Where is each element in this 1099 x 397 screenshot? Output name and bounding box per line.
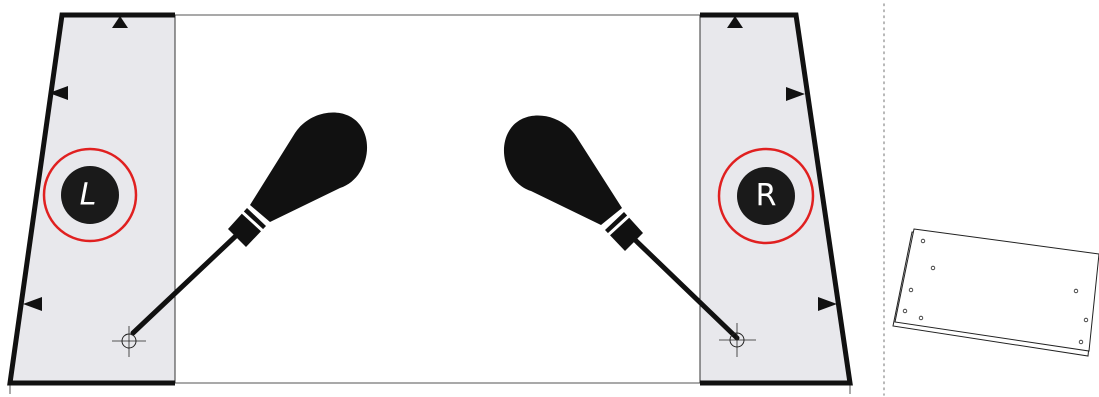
left-awl-ring — [238, 208, 266, 234]
left-marker-label: L — [80, 178, 97, 213]
left-thick-edge — [7, 12, 175, 386]
left-marker: L — [42, 147, 138, 243]
arrow-triangle-icon — [49, 86, 68, 100]
right-awl-ferrule — [605, 212, 643, 251]
panel-thumbnail-icon — [892, 228, 1099, 357]
arrow-triangle-icon — [112, 16, 128, 28]
thumbnail-hole — [920, 238, 926, 244]
thumbnail-hole — [1083, 317, 1089, 323]
awl-icon — [130, 112, 368, 336]
right-marker-label: R — [756, 179, 777, 214]
arrow-triangle-icon — [23, 297, 42, 311]
crosshair-icon — [112, 326, 146, 357]
left-awl-ferrule — [228, 208, 266, 247]
left-badge — [61, 166, 119, 224]
right-badge — [737, 167, 795, 225]
right-awl-ring — [605, 212, 633, 238]
right-awl-shaft — [628, 233, 740, 341]
left-highlight-ring — [42, 147, 138, 243]
thumbnail-hole — [902, 308, 908, 314]
arrow-triangle-icon — [818, 297, 837, 311]
right-highlight-ring — [717, 147, 815, 245]
thumbnail-hole — [1078, 339, 1084, 345]
right-thick-edge — [700, 12, 853, 386]
thumbnail-hole — [930, 265, 936, 271]
right-marker: R — [717, 147, 815, 245]
crosshair-icon — [719, 323, 756, 357]
arrow-triangle-icon — [786, 87, 805, 101]
awl-icon — [503, 115, 740, 341]
thumbnail-hole — [1073, 288, 1079, 294]
thumbnail-hole — [908, 287, 914, 293]
left-awl-shaft — [130, 229, 243, 336]
left-awl-handle — [250, 112, 368, 222]
right-awl-handle — [503, 115, 622, 225]
thumbnail-hole — [918, 315, 924, 321]
thumbnail-top-layer — [894, 228, 1099, 352]
arrow-triangle-icon — [727, 16, 743, 28]
